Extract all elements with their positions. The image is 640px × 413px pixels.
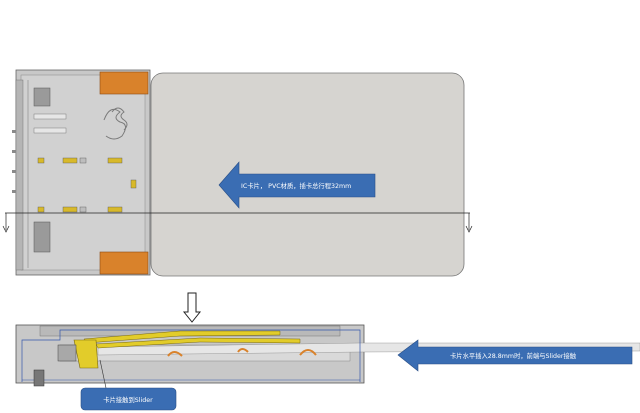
down-arrow-icon xyxy=(182,292,202,323)
spring-contact-1 xyxy=(33,113,67,120)
left-rail xyxy=(15,79,24,271)
card-arrow-label: IC卡片， PVC材质，插卡总行程32mm xyxy=(241,181,351,190)
contact-pads-row-2 xyxy=(37,206,123,213)
contact-callout-box xyxy=(80,387,177,411)
yellow-contact-spring-2 xyxy=(95,337,301,349)
card-insert-arrow xyxy=(218,161,376,209)
latch-block xyxy=(57,344,77,362)
rail-slot-1 xyxy=(33,87,51,107)
top-view: IC卡片， PVC材质，插卡总行程32mm xyxy=(2,69,473,277)
shell-outline xyxy=(21,329,361,382)
orange-terminal-bottom xyxy=(99,251,149,275)
brand-logo-icon xyxy=(103,107,128,140)
insertion-arrow-label: 卡片水平插入28.8mm时，前端与Slider接触 xyxy=(450,351,577,360)
rail-slot-2 xyxy=(33,221,51,253)
spring-contact-2 xyxy=(33,127,67,134)
contact-callout-label: 卡片接触到Slider xyxy=(103,395,153,404)
slider-contact xyxy=(73,339,99,369)
callout-leader xyxy=(99,359,107,389)
section-arrow-left-icon xyxy=(2,225,10,233)
orange-bump-3 xyxy=(299,349,317,356)
cross-section-view: 卡片水平插入28.8mm时，前端与Slider接触 卡片接触到Slider xyxy=(15,324,640,411)
orange-bump-1 xyxy=(167,351,183,357)
orange-terminal-top xyxy=(99,71,149,95)
contact-pads-row-1 xyxy=(37,157,123,164)
section-arrow-right-icon xyxy=(465,225,473,233)
insertion-arrow xyxy=(397,339,633,372)
orange-bump-2 xyxy=(237,348,249,353)
detect-switch xyxy=(130,179,137,189)
edge-pins xyxy=(12,130,16,193)
left-post xyxy=(33,369,45,387)
